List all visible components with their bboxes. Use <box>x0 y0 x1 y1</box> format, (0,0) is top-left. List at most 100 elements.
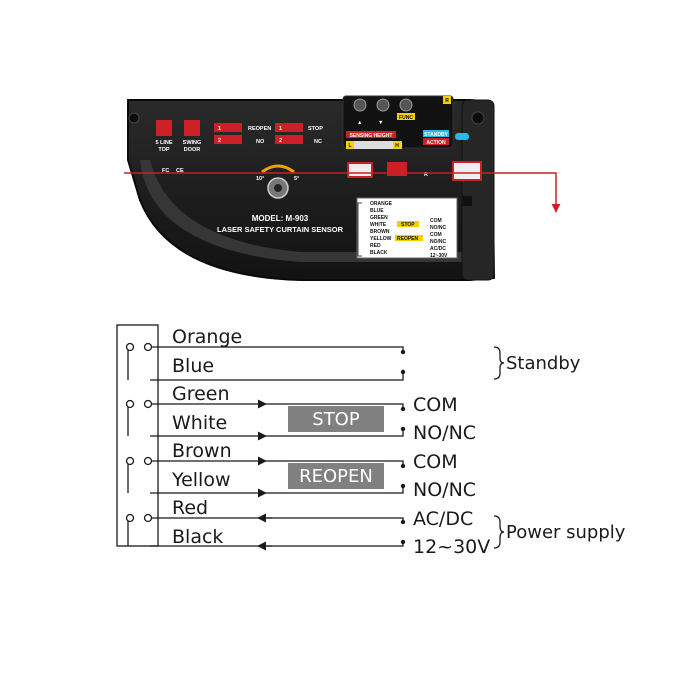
lens-window <box>140 160 480 262</box>
sticker-stop: STOP <box>401 222 415 228</box>
mount-slot <box>462 196 472 206</box>
r-mark: R <box>424 172 428 178</box>
wire-label-green: Green <box>172 383 230 405</box>
power-brace <box>493 515 505 549</box>
sticker-lines: ORANGE BLUE GREEN WHITE BROWN YELLOW RED… <box>370 201 448 259</box>
model-label: MODEL: M-903 <box>252 214 309 223</box>
no-label: NO <box>256 139 265 145</box>
wiring-diagram <box>116 324 505 551</box>
end-dot-black-icon <box>400 539 406 545</box>
sticker-com-1: COM <box>430 218 442 224</box>
switch-l-badge <box>346 141 354 149</box>
up-arrow-icon: ▲ <box>357 120 362 126</box>
angle-arc-icon <box>261 164 295 174</box>
terminal-yellow-icon <box>143 456 153 466</box>
swing-door-icon <box>184 120 200 136</box>
door-label: DOOR <box>184 147 201 153</box>
terminal-black-icon <box>143 513 153 523</box>
sticker-wire-8: BLACK <box>370 250 388 256</box>
standby-label: STANDBY <box>424 132 448 138</box>
sensing-height-label: SENSING HEIGHT <box>350 133 393 139</box>
stop-switch-1 <box>275 123 303 132</box>
connector-middle <box>387 162 407 176</box>
screw-hole-left-icon <box>128 112 140 124</box>
sticker-wire-7: RED <box>370 243 381 249</box>
sticker-wire-3: GREEN <box>370 215 388 221</box>
wire-white-out <box>266 429 404 437</box>
wire-label-blue: Blue <box>172 355 214 377</box>
terminal-blue-icon <box>143 342 153 352</box>
red-leader-line <box>124 172 561 213</box>
end-dot-blue-icon <box>400 369 406 375</box>
sticker-bracket <box>357 202 362 257</box>
product-label: LASER SAFETY CURTAIN SENSOR <box>217 225 344 234</box>
reopen-label: REOPEN <box>248 126 271 132</box>
sticker-wire-2: BLUE <box>370 208 384 214</box>
standby-group-label: Standby <box>506 353 581 374</box>
terminal-brown-icon <box>125 456 135 466</box>
nonc-label-1: NO/NC <box>413 422 476 444</box>
reopen-badge <box>288 463 384 489</box>
wire-label-red: Red <box>172 497 208 519</box>
end-dot-orange-icon <box>400 349 406 355</box>
terminal-red-icon <box>125 513 135 523</box>
action-label: ACTION <box>426 140 446 146</box>
wire-yellow-out <box>266 486 404 494</box>
reopen-badge-label: REOPEN <box>299 466 373 487</box>
terminal-green-icon <box>125 399 135 409</box>
end-dot-brown-icon <box>400 463 406 469</box>
reopen-switch-1 <box>214 123 242 132</box>
wire-label-black: Black <box>172 526 223 548</box>
end-dot-white-icon <box>400 426 406 432</box>
cyan-button <box>455 133 469 140</box>
nc-label: NC <box>314 139 322 145</box>
connector-right <box>452 161 482 181</box>
screw-hole-icon <box>471 111 485 125</box>
5-line-top-icon <box>156 120 172 136</box>
wire-label-orange: Orange <box>172 326 242 348</box>
knob-3-icon <box>399 98 413 112</box>
5-line-label: 5 LINE <box>155 140 172 146</box>
end-dot-red-icon <box>400 519 406 525</box>
sticker-wire-1: ORANGE <box>370 201 393 207</box>
voltage-label: 12~30V <box>413 536 490 558</box>
sticker-com-2: COM <box>430 232 442 238</box>
sticker-stop-badge <box>397 221 419 227</box>
sticker-nonc-2: NO/NC <box>430 239 447 245</box>
sticker-acdc: AC/DC <box>430 246 446 252</box>
angle-right-label: 5° <box>294 176 299 182</box>
sticker-wire-5: BROWN <box>370 229 390 235</box>
reopen-switch-2 <box>214 135 242 144</box>
stop-switch-2 <box>275 135 303 144</box>
knob-2-icon <box>376 98 390 112</box>
corner-r-badge <box>443 96 451 104</box>
terminal-orange-icon <box>125 342 135 352</box>
angle-dial-center-icon <box>274 184 282 192</box>
reopen-ch2-label: 2 <box>218 138 221 144</box>
wire-label-brown: Brown <box>172 440 232 462</box>
slider-switch <box>346 141 402 149</box>
top-label: TOP <box>158 147 170 153</box>
stop-badge-label: STOP <box>312 409 360 430</box>
stop-badge <box>288 406 384 432</box>
fcc-mark: FC <box>162 168 169 174</box>
nonc-label-2: NO/NC <box>413 479 476 501</box>
switch-h-label: H <box>395 143 399 149</box>
sticker-nonc-1: NO/NC <box>430 225 447 231</box>
standby-brace <box>493 346 505 380</box>
stop-label: STOP <box>308 126 323 132</box>
angle-left-label: 10° <box>256 176 264 182</box>
end-dot-green-icon <box>400 406 406 412</box>
wire-blue <box>150 372 404 381</box>
end-cap <box>461 99 495 281</box>
func-label: FUNC <box>399 115 413 121</box>
power-supply-group-label: Power supply <box>506 522 626 543</box>
func-badge <box>397 113 415 120</box>
action-badge <box>423 138 449 145</box>
sensing-height-badge <box>346 131 396 138</box>
standby-badge <box>423 130 449 137</box>
down-arrow-icon: ▼ <box>378 120 383 126</box>
sticker-reopen: REOPEN <box>397 236 419 242</box>
wire-label-white: White <box>172 412 227 434</box>
